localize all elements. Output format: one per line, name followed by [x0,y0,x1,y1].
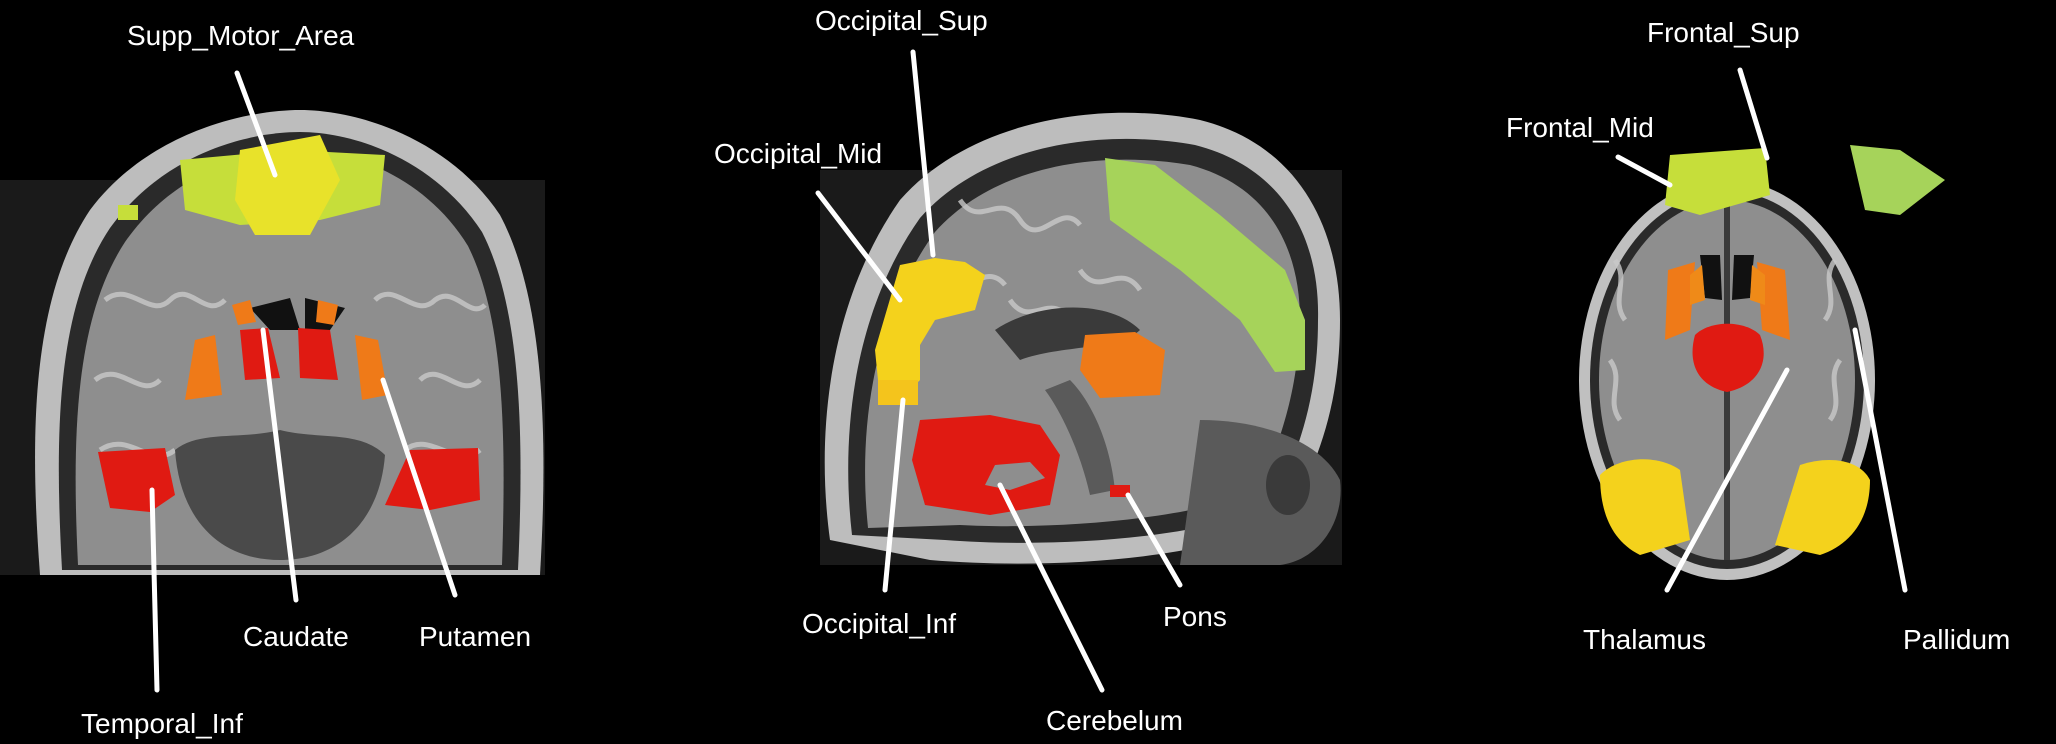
label-cerebelum: Cerebelum [1046,705,1183,736]
axial-activation-caudate-right [1750,265,1765,305]
pointer-occipital-inf [882,397,906,593]
axial-ventricle-left [1700,255,1722,300]
axial-activation-caudate-left [1690,265,1705,305]
sagittal-activation-pons [1110,485,1130,497]
label-temporal-inf: Temporal_Inf [81,708,243,739]
coronal-activation-small-green [118,205,138,220]
label-pons: Pons [1163,601,1227,632]
label-occipital-mid: Occipital_Mid [714,138,883,169]
label-occipital-inf: Occipital_Inf [802,608,957,639]
sagittal-activation-cerebelum [912,415,1060,515]
pointer-frontal-mid [1615,154,1673,188]
sagittal-pointer-lines [815,49,1183,693]
pointer-pallidum [1852,327,1908,593]
sagittal-activation-occipital-yellow [875,258,985,400]
pointer-putamen [380,377,458,598]
pointer-pons [1125,492,1183,588]
sagittal-activation-frontal-green [1105,158,1305,372]
axial-brain-panel [1579,67,1945,593]
coronal-activation-caudate-left [232,300,256,325]
pointer-caudate [260,327,299,603]
label-supp-motor-area: Supp_Motor_Area [127,20,355,51]
label-frontal-sup: Frontal_Sup [1647,17,1800,48]
axial-ventricle-right [1732,255,1754,300]
sagittal-face-region [1180,420,1341,565]
coronal-ventricle-left [250,298,300,330]
label-putamen: Putamen [419,621,532,652]
coronal-pointer-lines [149,70,458,693]
axial-activation-pallidum-left [1665,262,1695,340]
pointer-occipital-sup [910,49,936,258]
axial-activation-pallidum-right [1757,262,1790,340]
axial-activation-thalamus [1692,323,1764,392]
pointer-occipital-mid [815,190,903,303]
axial-gyri [1607,258,1843,422]
coronal-activation-putamen-right [355,335,388,400]
sagittal-activation-occipital-inf [878,380,918,405]
pointer-cerebelum [997,482,1105,693]
sagittal-brain-panel [815,49,1342,693]
label-frontal-mid: Frontal_Mid [1506,112,1654,143]
sagittal-eye [1266,455,1310,515]
coronal-activation-caudate-right [316,300,338,325]
pointer-supp-motor-area [234,70,278,178]
label-thalamus: Thalamus [1583,624,1706,655]
pointer-temporal-inf [149,487,160,693]
sagittal-ventricle [995,307,1140,360]
coronal-brain-panel [0,70,545,693]
pointer-frontal-sup [1737,67,1770,161]
coronal-activation-putamen-left [185,335,222,400]
pointer-thalamus [1664,367,1790,593]
coronal-activation-caudate-red-right [298,328,338,380]
sagittal-brainstem [1045,380,1115,495]
label-caudate: Caudate [243,621,349,652]
coronal-brainstem-region [175,430,385,560]
label-pallidum: Pallidum [1903,624,2011,655]
axial-pointer-lines [1615,67,1908,593]
coronal-activation-supp-motor-yellow [235,135,340,235]
axial-activation-occipital-right [1775,460,1870,555]
axial-activation-frontal-sup-right [1850,145,1945,215]
label-occipital-sup: Occipital_Sup [815,5,988,36]
coronal-activation-temporal-inf-left [98,448,175,512]
sagittal-activation-orange-core [1080,332,1165,398]
axial-activation-occipital-left [1600,459,1690,555]
axial-activation-frontal-sup-left [1665,148,1770,215]
